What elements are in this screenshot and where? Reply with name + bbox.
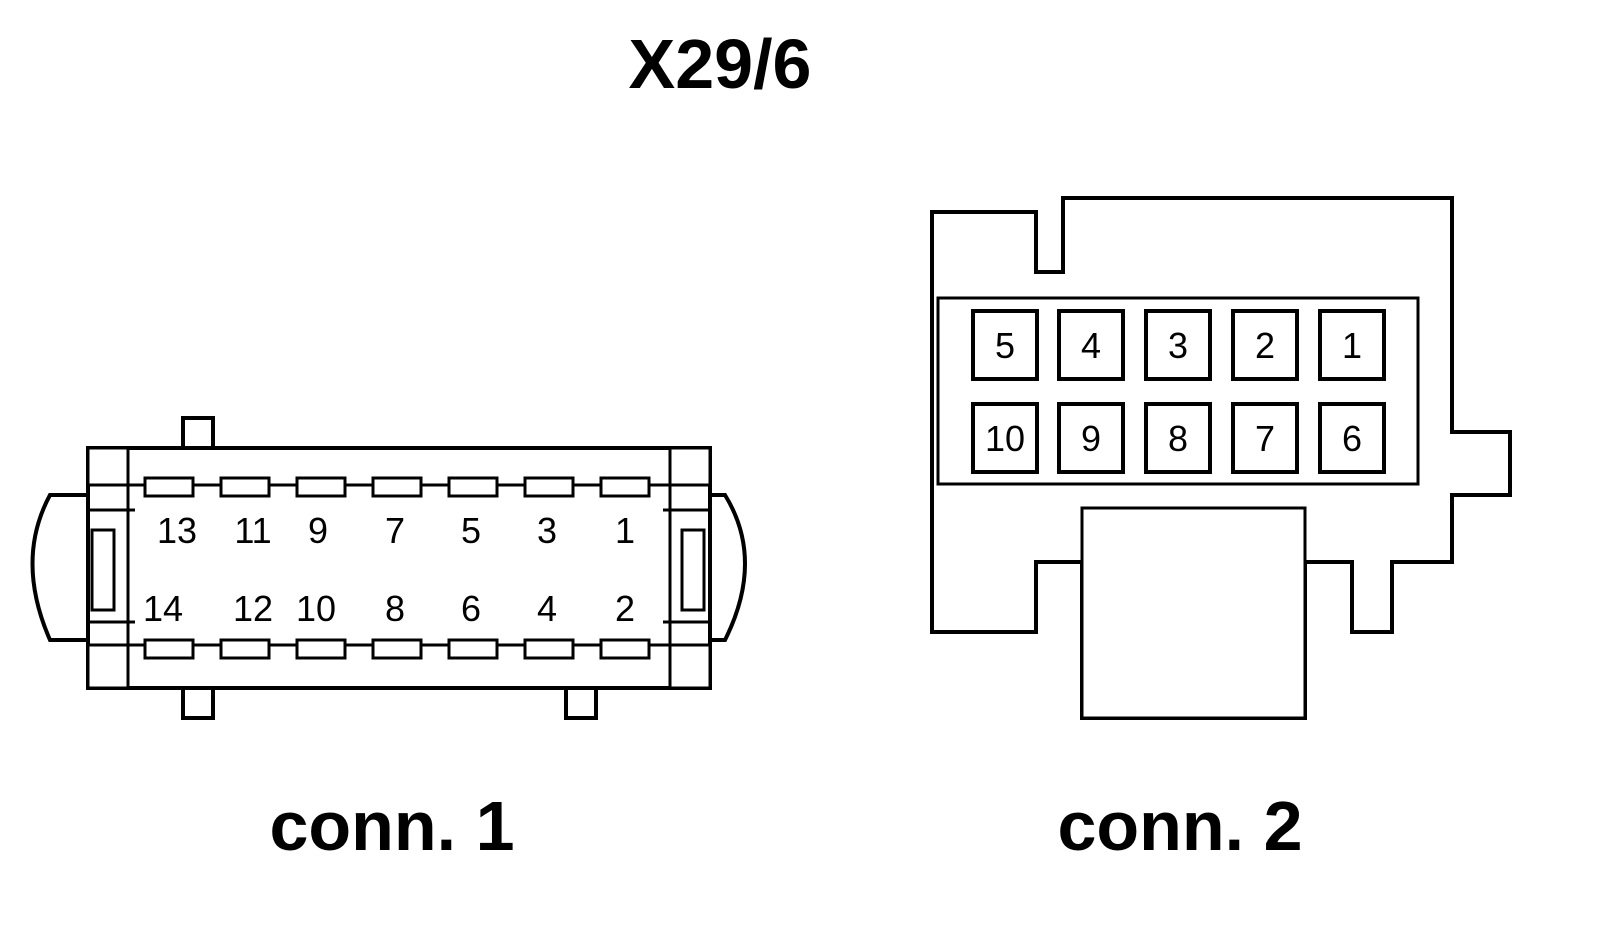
conn1-pin-slot	[523, 638, 575, 660]
conn1-pin-label: 3	[537, 510, 557, 551]
conn1-pin-slot	[371, 476, 423, 498]
conn1-pin-slot	[447, 476, 499, 498]
conn2-pin-label: 5	[995, 325, 1015, 366]
conn1-pin-label: 6	[461, 588, 481, 629]
conn2-pin-box	[1318, 309, 1386, 381]
conn1-pin-slot	[599, 638, 651, 660]
conn1-corner-tr	[668, 446, 712, 487]
conn1-pin-label: 2	[615, 588, 635, 629]
conn1-bottom-tab-right	[564, 684, 598, 720]
conn2-pin-box	[1231, 309, 1299, 381]
conn1-pin-label: 10	[296, 588, 336, 629]
conn1-pin-label: 7	[385, 510, 405, 551]
conn2-pin-label: 9	[1081, 418, 1101, 459]
conn1-pin-slot	[295, 638, 347, 660]
conn2-plug	[1080, 506, 1307, 720]
conn1-pin-label: 8	[385, 588, 405, 629]
conn1-pin-slot	[295, 476, 347, 498]
conn2-pin-label: 10	[985, 418, 1025, 459]
conn1-pin-slot	[219, 638, 271, 660]
conn1-pin-label: 12	[233, 588, 273, 629]
conn2-pin-box	[971, 309, 1039, 381]
conn1-pin-label: 13	[157, 510, 197, 551]
conn2-pin-label: 4	[1081, 325, 1101, 366]
conn2-pin-label: 8	[1168, 418, 1188, 459]
conn2-pin-label: 7	[1255, 418, 1275, 459]
conn2-pin-box	[1144, 309, 1212, 381]
conn1-corner-tl	[86, 446, 130, 487]
conn1-pin-slot	[143, 638, 195, 660]
conn1-pin-slot	[371, 638, 423, 660]
conn1-left-wing	[30, 493, 90, 642]
conn2-caption: conn. 2	[1057, 787, 1302, 865]
diagram-title: X29/6	[629, 25, 812, 103]
conn2-pin-box	[1057, 309, 1125, 381]
conn1-bottom-tab-left	[181, 684, 215, 720]
conn1-corner-br	[668, 643, 712, 690]
conn1-left-latch	[90, 528, 116, 612]
conn1-pin-label: 9	[308, 510, 328, 551]
conn2-pin-box	[1057, 402, 1125, 474]
connector-1: 13 11 9 7 5 3 1 14 12 10 8 6 4 2 conn. 1	[30, 416, 747, 865]
conn1-pin-label: 14	[143, 588, 183, 629]
conn1-pin-slot	[143, 476, 195, 498]
conn1-pin-label: 4	[537, 588, 557, 629]
conn1-caption: conn. 1	[269, 787, 514, 865]
conn1-pin-slot	[523, 476, 575, 498]
conn2-pin-box	[1231, 402, 1299, 474]
conn2-pin-box	[1144, 402, 1212, 474]
conn2-pin-label: 6	[1342, 418, 1362, 459]
conn2-pin-box	[971, 402, 1039, 474]
conn2-pin-label: 2	[1255, 325, 1275, 366]
conn2-pin-label: 3	[1168, 325, 1188, 366]
connector-2: 5 4 3 2 1 10 9 8 7 6 conn. 2	[930, 196, 1512, 865]
conn1-pin-label: 11	[234, 510, 271, 551]
conn1-pin-slot	[599, 476, 651, 498]
conn1-top-tab	[181, 416, 215, 452]
conn1-pin-slot	[447, 638, 499, 660]
conn1-pin-slot	[219, 476, 271, 498]
conn1-pin-label: 1	[615, 510, 635, 551]
conn2-pin-label: 1	[1342, 325, 1362, 366]
conn1-corner-bl	[86, 643, 130, 690]
conn1-right-latch	[680, 528, 706, 612]
conn1-pin-label: 5	[461, 510, 481, 551]
conn2-pin-box	[1318, 402, 1386, 474]
